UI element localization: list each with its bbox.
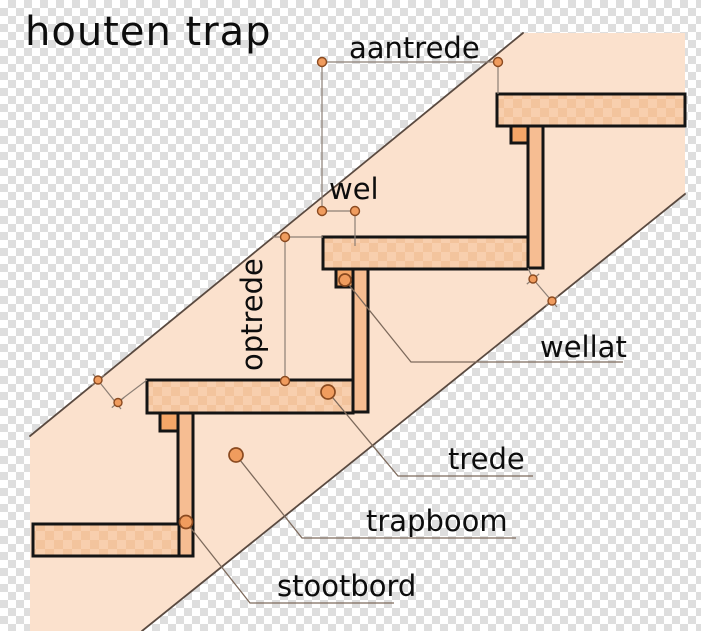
measure-dot <box>547 296 557 306</box>
tread-board-1 <box>495 92 687 128</box>
label-optrede: optrede <box>235 258 269 371</box>
tread-board-3 <box>145 378 355 415</box>
trapboom-indicator-dot <box>228 447 244 463</box>
label-trapboom: trapboom <box>366 504 508 538</box>
measure-dot <box>279 231 291 243</box>
measure-dot <box>316 56 328 68</box>
label-wellat: wellat <box>540 330 627 364</box>
label-trede: trede <box>448 442 525 476</box>
stootbord-leader-line <box>185 521 394 604</box>
measure-dot <box>528 274 538 284</box>
trapboom-leader-line <box>235 454 516 539</box>
wellat-leader-line <box>344 279 623 363</box>
stootbord-indicator-dot <box>178 514 194 530</box>
edge-offset-marks-lower <box>91 373 148 410</box>
measure-dot <box>492 56 504 68</box>
label-aantrede: aantrede <box>349 31 480 65</box>
measure-dot <box>349 205 361 217</box>
measure-dot <box>93 375 103 385</box>
riser-board-1 <box>526 124 545 270</box>
tread-board-2 <box>321 235 530 271</box>
edge-offset-marks-upper <box>526 267 559 308</box>
tread-board-4 <box>31 522 181 558</box>
wellat-indicator-dot <box>338 273 352 287</box>
wellat-block-1 <box>509 124 530 145</box>
optrede-dimension <box>272 231 323 387</box>
trede-indicator-dot <box>320 384 336 400</box>
aantrede-dimension <box>316 56 504 211</box>
measure-dot <box>316 205 328 217</box>
measure-dot <box>279 375 291 387</box>
riser-board-2 <box>351 267 370 414</box>
measure-dot <box>113 397 123 408</box>
trede-leader-line <box>327 391 533 477</box>
stringer-lower-edge <box>141 193 686 631</box>
diagram-title: houten trap <box>25 9 272 55</box>
wel-dimension <box>316 205 361 246</box>
label-wel: wel <box>329 172 379 206</box>
stringer-upper-edge <box>29 32 524 437</box>
wellat-block-3 <box>158 411 180 433</box>
label-stootbord: stootbord <box>277 569 416 603</box>
